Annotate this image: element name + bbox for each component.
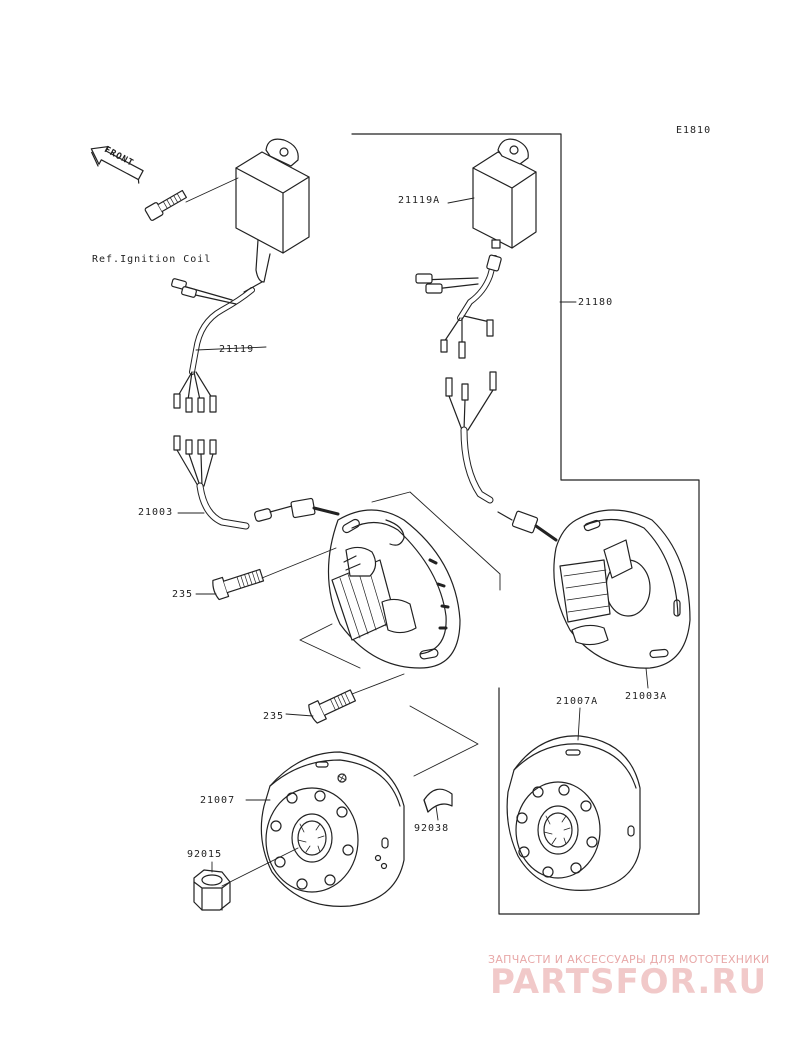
part-label-235-lower: 235: [263, 711, 285, 722]
cdi-unit-left: [235, 138, 310, 283]
stator-21003A: [553, 509, 691, 669]
part-label-21003: 21003: [138, 507, 174, 518]
part-label-21180: 21180: [578, 297, 614, 308]
bolt-235-upper: [212, 568, 265, 601]
wire-lead-21003: [173, 435, 340, 530]
part-label-92015: 92015: [187, 849, 223, 860]
part-label-21119: 21119: [219, 344, 255, 355]
flywheel-21007: [260, 751, 405, 907]
bolt-235-lower: [308, 689, 357, 724]
part-label-21003A: 21003A: [625, 691, 668, 702]
part-label-235-upper: 235: [172, 589, 194, 600]
kit-frame: [351, 133, 700, 915]
key-92038: [423, 788, 453, 813]
leader-lines: [177, 197, 649, 873]
flywheel-21007A: [506, 735, 641, 891]
nut-92015: [193, 869, 231, 911]
cdi-unit-right: [472, 138, 537, 249]
wire-harness-21119: [171, 278, 263, 413]
stator-21003: [327, 509, 461, 669]
bolt-ref: [144, 189, 187, 221]
part-label-92038: 92038: [414, 823, 450, 834]
watermark-caption: ЗАПЧАСТИ И АКСЕССУАРЫ ДЛЯ МОТОТЕХНИКИ: [488, 953, 770, 966]
front-arrow-icon: [90, 145, 144, 184]
part-label-21007A: 21007A: [556, 696, 599, 707]
wire-harness-21180: [415, 254, 558, 542]
part-label-21119A: 21119A: [398, 195, 441, 206]
watermark-logo: PARTSFOR.RU: [490, 962, 768, 1002]
diagram-code: E1810: [676, 125, 712, 136]
ref-ignition-coil-label: Ref.Ignition Coil: [92, 254, 212, 265]
part-label-21007: 21007: [200, 795, 236, 806]
